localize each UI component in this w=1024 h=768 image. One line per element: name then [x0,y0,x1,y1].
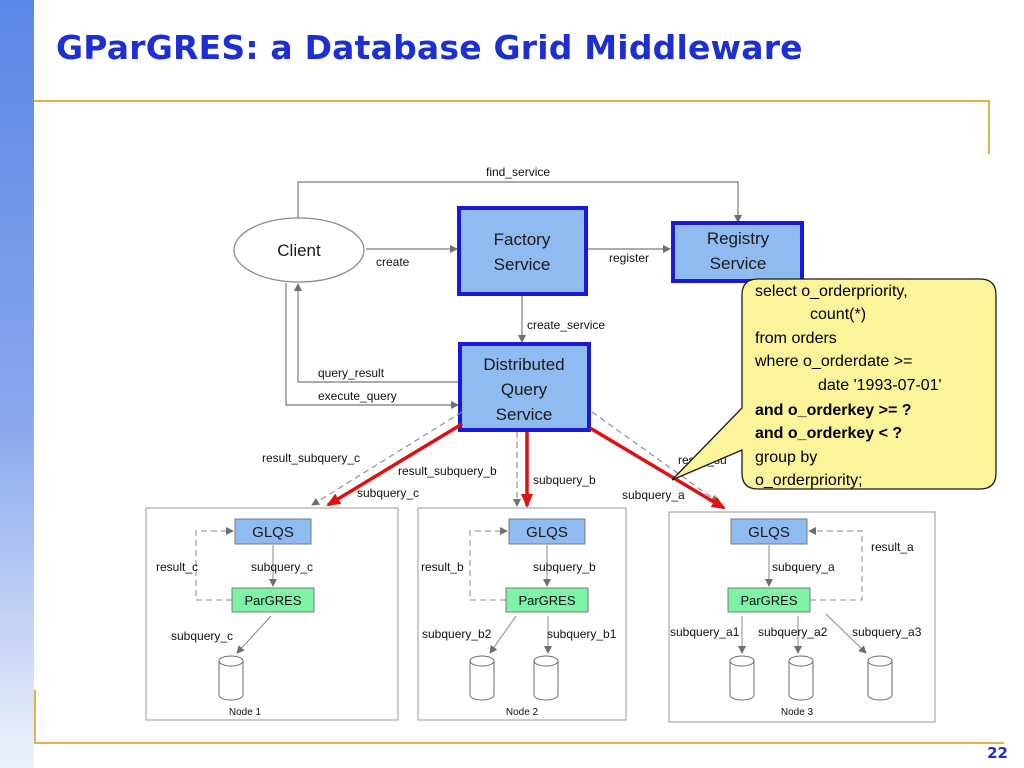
result-subquery-c-label: result_subquery_c [262,451,360,465]
client-label: Client [277,241,321,260]
frame-left-line [34,690,36,742]
sql-line-5: date '1993-07-01' [818,377,942,394]
sql-line-4: where o_orderdate >= [754,353,912,370]
factory-service-line1: Factory [494,230,551,249]
node-3-result-label: result_a [871,540,914,554]
subquery-a-label: subquery_a [622,488,685,502]
frame-right-line [988,100,990,154]
result-subquery-c-edge: result_subquery_c [262,411,463,506]
find-service-label: find_service [486,165,550,179]
node-3-db-label-2: subquery_a2 [758,625,828,639]
register-edge: register [588,245,671,265]
node-2-glqs: GLQS [526,524,568,541]
create-service-edge: create_service [518,296,605,343]
subquery-b-edge: subquery_b [521,432,596,508]
dqs-line3: Service [496,405,553,424]
node-3: GLQS ParGRES result_a subquery_a subquer… [668,511,936,723]
create-label: create [376,255,410,269]
factory-service-line2: Service [494,255,551,274]
sql-line-1: select o_orderpriority, [755,283,908,300]
node-2-db-label-2: subquery_b1 [547,627,617,641]
result-subquery-a-edge [591,411,719,503]
sql-line-8: group by [755,449,817,466]
node-1-db-label: subquery_c [171,629,233,643]
sql-callout: select o_orderpriority, count(*) from or… [671,278,997,490]
create-edge: create [366,245,458,269]
left-accent-bar [0,0,34,768]
dqs-line2: Query [501,380,548,399]
node-1-database-icon [218,655,244,701]
register-label: register [609,251,649,265]
node-3-db-label-1: subquery_a1 [670,625,740,639]
node-3-database-icon-1 [729,655,755,701]
node-1: GLQS ParGRES result_c subquery_c subquer… [145,507,399,721]
result-subquery-b-edge: result_subquery_b [398,432,521,507]
factory-service-box: Factory Service [457,206,588,296]
node-1-glqs: GLQS [252,524,294,541]
node-3-db-label-3: subquery_a3 [852,625,922,639]
registry-service-line2: Service [710,254,767,273]
node-2-db-label-1: subquery_b2 [422,627,492,641]
client-node: Client [233,217,365,283]
execute-query-label: execute_query [318,389,397,403]
node-2-database-icon-2 [533,655,559,701]
query-result-label: query_result [318,366,385,380]
node-2: GLQS ParGRES result_b subquery_b subquer… [417,507,627,721]
sql-line-9: o_orderpriority; [755,472,863,489]
node-3-glqs: GLQS [748,524,790,541]
registry-service-box: Registry Service [671,221,804,283]
frame-bottom-line [34,742,1004,744]
node-1-subquery-label: subquery_c [251,560,313,574]
node-1-result-label: result_c [156,560,198,574]
page-number: 22 [987,744,1008,762]
result-subquery-b-label: result_subquery_b [398,464,497,478]
node-2-pargres: ParGRES [518,593,575,608]
execute-query-edge: execute_query [285,283,459,409]
sql-line-2: count(*) [810,306,866,323]
dqs-line1: Distributed [483,355,564,374]
node-2-subquery-label: subquery_b [533,560,596,574]
subquery-a-edge: subquery_a [589,426,726,510]
subquery-c-label: subquery_c [357,486,419,500]
node-3-database-icon-3 [867,655,893,701]
registry-service-line1: Registry [707,229,770,248]
slide-title: GParGRES: a Database Grid Middleware [56,28,803,67]
sql-line-3: from orders [755,330,837,347]
subquery-b-label: subquery_b [533,473,596,487]
node-2-database-icon-1 [469,655,495,701]
find-service-edge: find_service [297,165,742,223]
sql-line-7: and o_orderkey < ? [755,425,902,442]
node-3-name: Node 3 [781,707,814,718]
node-2-result-label: result_b [421,560,464,574]
sql-line-6: and o_orderkey >= ? [755,402,912,419]
create-service-label: create_service [527,318,605,332]
query-result-edge: query_result [294,283,458,383]
frame-top-line [34,100,990,102]
node-2-name: Node 2 [506,707,539,718]
subquery-c-edge: subquery_c [326,422,463,507]
distributed-query-service-box: Distributed Query Service [458,342,591,432]
node-3-subquery-label: subquery_a [772,560,835,574]
node-3-database-icon-2 [788,655,814,701]
node-3-pargres: ParGRES [740,593,797,608]
node-1-name: Node 1 [229,707,262,718]
node-1-pargres: ParGRES [244,593,301,608]
